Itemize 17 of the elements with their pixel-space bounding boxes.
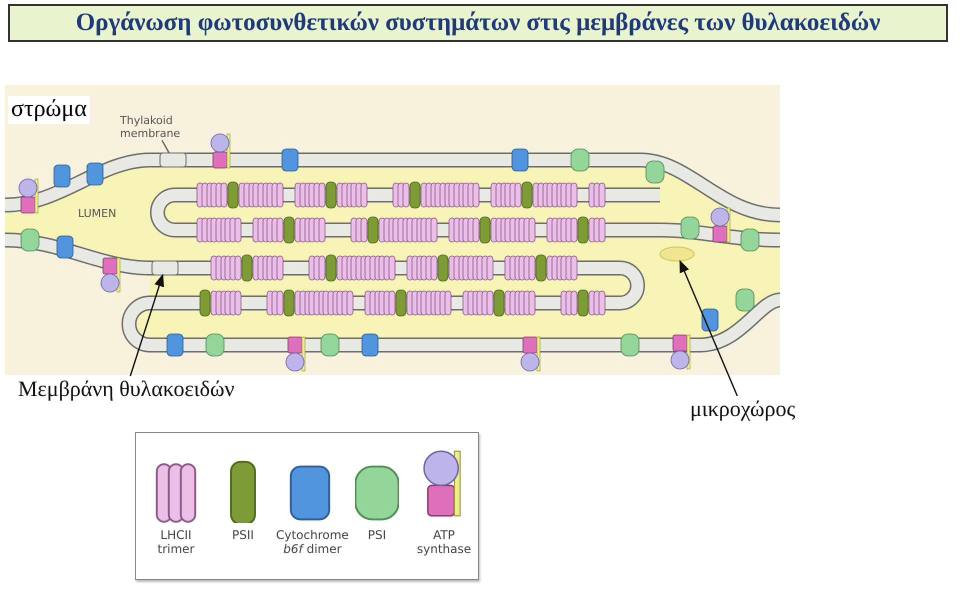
callout-label: Μεμβράνη θυλακοειδών: [18, 376, 234, 402]
leader-line: [161, 140, 170, 154]
callout-label: Thylakoid membrane: [120, 115, 190, 140]
arrow: [130, 274, 164, 376]
membrane-segment: [160, 152, 186, 168]
arrow: [679, 260, 738, 396]
legend-text: LHCII trimer: [156, 529, 196, 557]
membrane-segment: [152, 260, 178, 276]
legend-text: ATP synthase: [416, 529, 472, 557]
legend-text: PSI: [368, 529, 386, 543]
region-label: στρώμα: [8, 96, 90, 124]
title: Οργάνωση φωτοσυνθετικών συστημάτων στις μεμβράνες των θυλακοειδών: [8, 4, 948, 42]
legend-text: Cytochrome b6f dimer: [276, 529, 349, 557]
legend-text: PSII: [232, 529, 254, 543]
callout-label: μικροχώρος: [690, 396, 796, 422]
region-label: LUMEN: [78, 208, 116, 221]
lumen-space: [660, 246, 694, 262]
